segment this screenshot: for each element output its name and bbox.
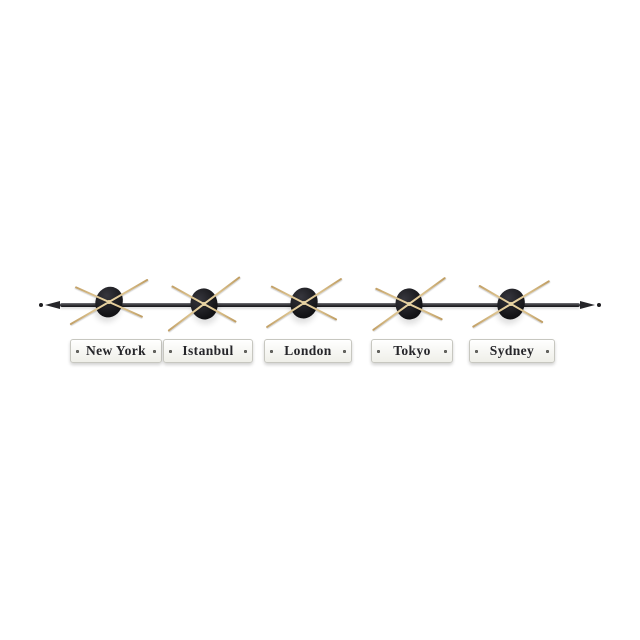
rod-left-bead (39, 303, 43, 307)
screw-icon (546, 349, 549, 353)
city-label: New York (85, 343, 147, 358)
clock-hub (509, 302, 513, 306)
city-plate-tokyo: Tokyo (371, 339, 453, 363)
city-plate-istanbul: Istanbul (163, 339, 253, 363)
screw-icon (244, 349, 247, 353)
clock-hub (407, 302, 411, 306)
mounting-rod (60, 303, 580, 307)
city-plate-london: London (264, 339, 352, 363)
city-plate-sydney: Sydney (469, 339, 555, 363)
rod-right-finial (580, 301, 595, 309)
screw-icon (343, 349, 346, 353)
clock-hub (302, 301, 306, 305)
screw-icon (475, 349, 478, 353)
city-label: Istanbul (182, 343, 234, 358)
screw-icon (153, 349, 156, 353)
city-label: London (284, 343, 332, 358)
city-plate-new-york: New York (70, 339, 162, 363)
screw-icon (76, 349, 79, 353)
clock-hub (202, 302, 206, 306)
screw-icon (169, 349, 172, 353)
rod-left-finial (45, 301, 60, 309)
rod-right-bead (597, 303, 601, 307)
screw-icon (270, 349, 273, 353)
clock-hub (107, 300, 111, 304)
screw-icon (444, 349, 447, 353)
city-label: Sydney (489, 343, 535, 358)
city-label: Tokyo (393, 343, 431, 358)
screw-icon (377, 349, 380, 353)
